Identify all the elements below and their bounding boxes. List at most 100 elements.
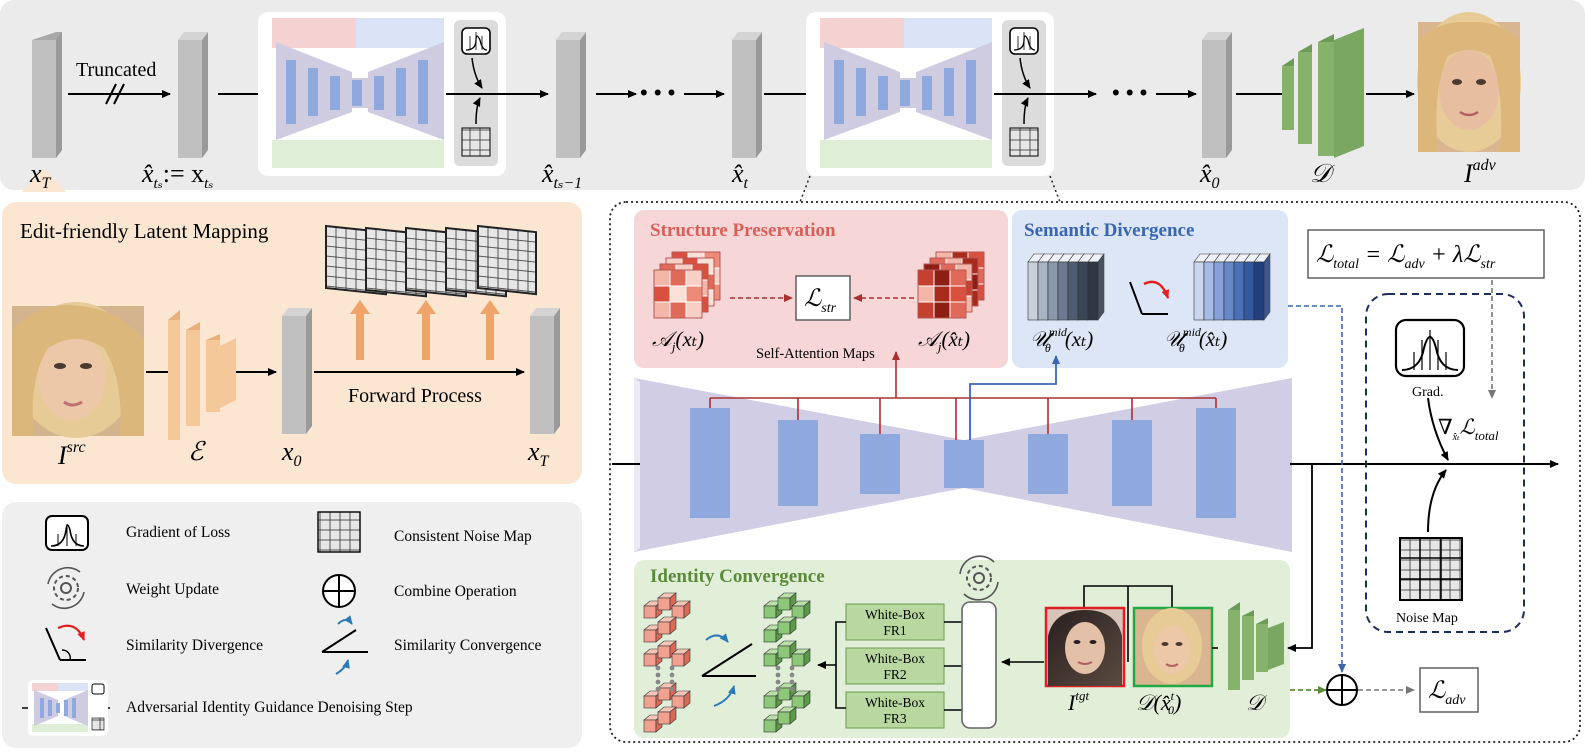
combine-icon xyxy=(1326,674,1358,706)
adv-face-image xyxy=(1417,12,1521,153)
noise-map-icon xyxy=(317,511,361,553)
weight-column xyxy=(961,601,997,729)
identity-title: Identity Convergence xyxy=(650,566,825,587)
label-isrc: Isrc xyxy=(57,439,86,470)
xT-block xyxy=(32,32,62,158)
semantic-to-combine xyxy=(1288,305,1346,673)
feature-stack-right xyxy=(1193,253,1271,321)
a-left-label: 𝒜j(xₜ) xyxy=(652,327,704,354)
noise-map-icon xyxy=(1009,127,1039,157)
denoise-step-icon xyxy=(22,680,110,736)
attention-map-right xyxy=(917,251,985,319)
label-iadv: Iadv xyxy=(1463,157,1497,188)
adv-loss-box xyxy=(1419,667,1479,713)
xts-block xyxy=(178,32,208,158)
decoder-top xyxy=(1282,28,1364,158)
attention-taps xyxy=(709,351,1217,440)
x0-hat-block xyxy=(1202,32,1232,158)
fr-model-box xyxy=(845,691,945,729)
self-attention-caption: Self-Attention Maps xyxy=(756,346,875,362)
grad-label: Grad. xyxy=(1412,385,1444,400)
fr-model-box xyxy=(845,603,945,641)
identity-cubes-target xyxy=(763,592,811,733)
fr-model-line1: White-Box xyxy=(865,607,925,622)
convergence-icon xyxy=(321,615,368,675)
noise-arrow-2 xyxy=(1020,97,1029,125)
latent-mapping-title: Edit-friendly Latent Mapping xyxy=(20,219,269,243)
noise-to-flow xyxy=(1427,469,1447,533)
structure-title: Structure Preservation xyxy=(650,220,836,241)
total-loss-box xyxy=(1307,229,1545,279)
forward-process-label: Forward Process xyxy=(348,385,482,407)
label-xt-hat: x̂t xyxy=(731,159,749,192)
connector-triangle xyxy=(22,168,66,192)
structure-loss-label: ℒstr xyxy=(804,286,837,316)
combine-icon xyxy=(322,574,356,608)
break-mark-1 xyxy=(105,83,117,105)
noise-map-icon xyxy=(1399,537,1463,601)
break-mark-2 xyxy=(113,83,125,105)
structure-loss-box xyxy=(795,275,851,321)
label-encoder: ℰ xyxy=(188,437,206,466)
total-loss-formula: ℒtotal = ℒadv + λℒstr xyxy=(1316,242,1496,272)
latent-x0-block xyxy=(282,308,312,434)
legend-label-weight: Weight Update xyxy=(126,581,219,598)
weight-update-icon xyxy=(959,555,999,601)
fr-model-line2: FR2 xyxy=(883,667,906,682)
legend-label-convergence: Similarity Convergence xyxy=(394,637,541,654)
legend-panel xyxy=(2,502,582,748)
fr-model-box xyxy=(845,647,945,685)
legend-label-combine: Combine Operation xyxy=(394,583,517,600)
dots-2: • • • xyxy=(1112,80,1147,105)
feature-stack-left xyxy=(1027,253,1105,321)
semantic-title: Semantic Divergence xyxy=(1024,220,1194,241)
encoder-block xyxy=(168,310,236,440)
convergence-icon xyxy=(701,633,756,707)
noise-arrow-1 xyxy=(472,97,481,125)
latent-labels: Isrc ℰ x0 xT xyxy=(57,437,550,470)
dots-1: • • • xyxy=(640,80,675,105)
label-x0: x0 xyxy=(281,437,302,470)
src-face-image xyxy=(12,302,144,438)
decoder-identity xyxy=(1228,602,1284,690)
xt-hat-block xyxy=(732,32,762,158)
xts-minus1-block xyxy=(556,32,586,158)
mid-feature-tap xyxy=(969,355,1060,440)
flow-to-decoder xyxy=(1287,464,1313,652)
a-right-label: 𝒜j(x̂ₜ) xyxy=(918,327,970,354)
label-xT-latent: xT xyxy=(527,437,550,470)
latent-xT-block xyxy=(530,308,560,434)
truncated-label: Truncated xyxy=(76,59,156,81)
label-xts: x̂tₛ:= xtₛ xyxy=(141,159,213,192)
divergence-icon xyxy=(45,624,86,661)
legend-labels: Gradient of Loss Consistent Noise Map We… xyxy=(126,524,541,716)
gradient-icon xyxy=(1394,318,1466,378)
detail-panel-frame xyxy=(609,201,1581,743)
label-itgt: Itgt xyxy=(1067,688,1089,715)
grad-arrow-1 xyxy=(471,57,483,89)
label-xT: xT xyxy=(29,159,52,192)
denoise-step-1 xyxy=(258,12,506,176)
fr-model-line1: White-Box xyxy=(865,695,925,710)
label-decoder-identity: 𝒟 xyxy=(1246,690,1268,715)
gradient-icon xyxy=(461,27,491,55)
label-x0-hat: x̂0 xyxy=(1199,159,1220,192)
legend-label-gradient: Gradient of Loss xyxy=(126,524,230,541)
weight-update-icon xyxy=(47,566,85,610)
legend-label-noise: Consistent Noise Map xyxy=(394,528,532,545)
guidance-box xyxy=(1365,293,1525,633)
identity-cubes-source xyxy=(643,592,691,733)
label-xts-minus1: x̂tₛ−1 xyxy=(541,159,582,192)
generated-face-image xyxy=(1132,606,1214,688)
fr-model-line2: FR1 xyxy=(883,623,906,638)
noise-map-stack xyxy=(325,224,537,298)
legend-label-divergence: Similarity Divergence xyxy=(126,637,263,654)
gradient-icon xyxy=(45,515,89,551)
fr-model-line2: FR3 xyxy=(883,711,907,726)
